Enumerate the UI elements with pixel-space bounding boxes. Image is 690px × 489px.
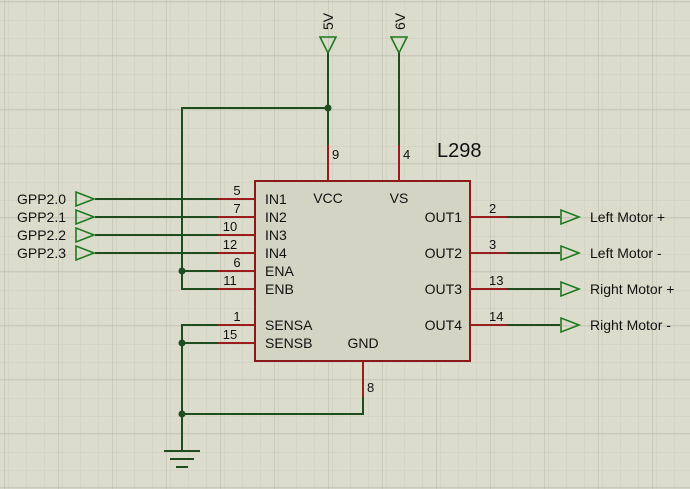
pin-label-out3: OUT3 [425,281,463,297]
right-pins: OUT1 OUT2 OUT3 OUT4 2 3 13 14 [425,201,504,333]
pin-label-out4: OUT4 [425,317,463,333]
junction-dot [178,410,186,418]
pin-label-gnd: GND [347,335,378,351]
pin-number-15: 15 [223,327,237,342]
l298-chip-body[interactable] [254,180,471,362]
input-terminal-gpp2-1[interactable]: GPP2.1 [17,208,97,226]
power-terminal-5v[interactable]: 5V [318,12,338,55]
junction-dot [324,104,332,112]
power-label-6v: 6V [392,12,408,30]
pin-number-9: 9 [332,147,339,162]
junction-dots [178,104,332,418]
top-bottom-pins: VCC VS 9 4 GND 8 [313,147,410,395]
pin-label-vcc: VCC [313,190,343,206]
input-label: GPP2.0 [17,191,66,207]
pin-number-1: 1 [233,309,240,324]
pin-number-3: 3 [489,237,496,252]
pin-number-4: 4 [403,147,410,162]
output-terminal-right-motor-plus[interactable]: Right Motor + [560,280,674,298]
input-label: GPP2.1 [17,209,66,225]
power-terminal-6v[interactable]: 6V [389,12,409,55]
pin-number-2: 2 [489,201,496,216]
junction-dot [178,339,186,347]
output-label: Left Motor - [590,245,662,261]
input-terminal-gpp2-3[interactable]: GPP2.3 [17,244,97,262]
output-label: Left Motor + [590,209,665,225]
pin-label-sensa: SENSA [265,317,313,333]
output-label: Right Motor - [590,317,671,333]
output-terminal-left-motor-plus[interactable]: Left Motor + [560,208,665,226]
pin-label-out2: OUT2 [425,245,463,261]
pin-number-6: 6 [233,255,240,270]
input-label: GPP2.2 [17,227,66,243]
input-label: GPP2.3 [17,245,66,261]
pin-label-vs: VS [390,190,409,206]
output-label: Right Motor + [590,281,674,297]
output-terminals: Left Motor + Left Motor - Right Motor + … [560,208,674,334]
pin-label-in1: IN1 [265,191,287,207]
left-pins: IN1 IN2 IN3 IN4 ENA ENB SENSA SENSB 5 7 … [223,183,313,351]
pin-number-5: 5 [233,183,240,198]
power-label-5v: 5V [320,12,336,30]
pin-label-sensb: SENSB [265,335,312,351]
chip-name: L298 [437,140,482,162]
pin-label-in2: IN2 [265,209,287,225]
pin-label-out1: OUT1 [425,209,463,225]
pin-number-7: 7 [233,201,240,216]
junction-dot [178,267,186,275]
pin-stubs [218,145,507,397]
pin-number-10: 10 [223,219,237,234]
pin-number-11: 11 [223,273,237,288]
input-terminal-gpp2-2[interactable]: GPP2.2 [17,226,97,244]
output-terminal-right-motor-minus[interactable]: Right Motor - [560,316,671,334]
pin-number-13: 13 [489,273,503,288]
ground-symbol [164,450,200,468]
pin-label-in4: IN4 [265,245,287,261]
input-terminals: GPP2.0 GPP2.1 GPP2.2 GPP2.3 [17,190,97,262]
pin-number-14: 14 [489,309,503,324]
wires [95,53,560,450]
input-terminal-gpp2-0[interactable]: GPP2.0 [17,190,97,208]
pin-number-12: 12 [223,237,237,252]
output-terminal-left-motor-minus[interactable]: Left Motor - [560,244,662,262]
pin-label-ena: ENA [265,263,294,279]
pin-label-in3: IN3 [265,227,287,243]
pin-number-8: 8 [367,380,374,395]
pin-label-enb: ENB [265,281,294,297]
